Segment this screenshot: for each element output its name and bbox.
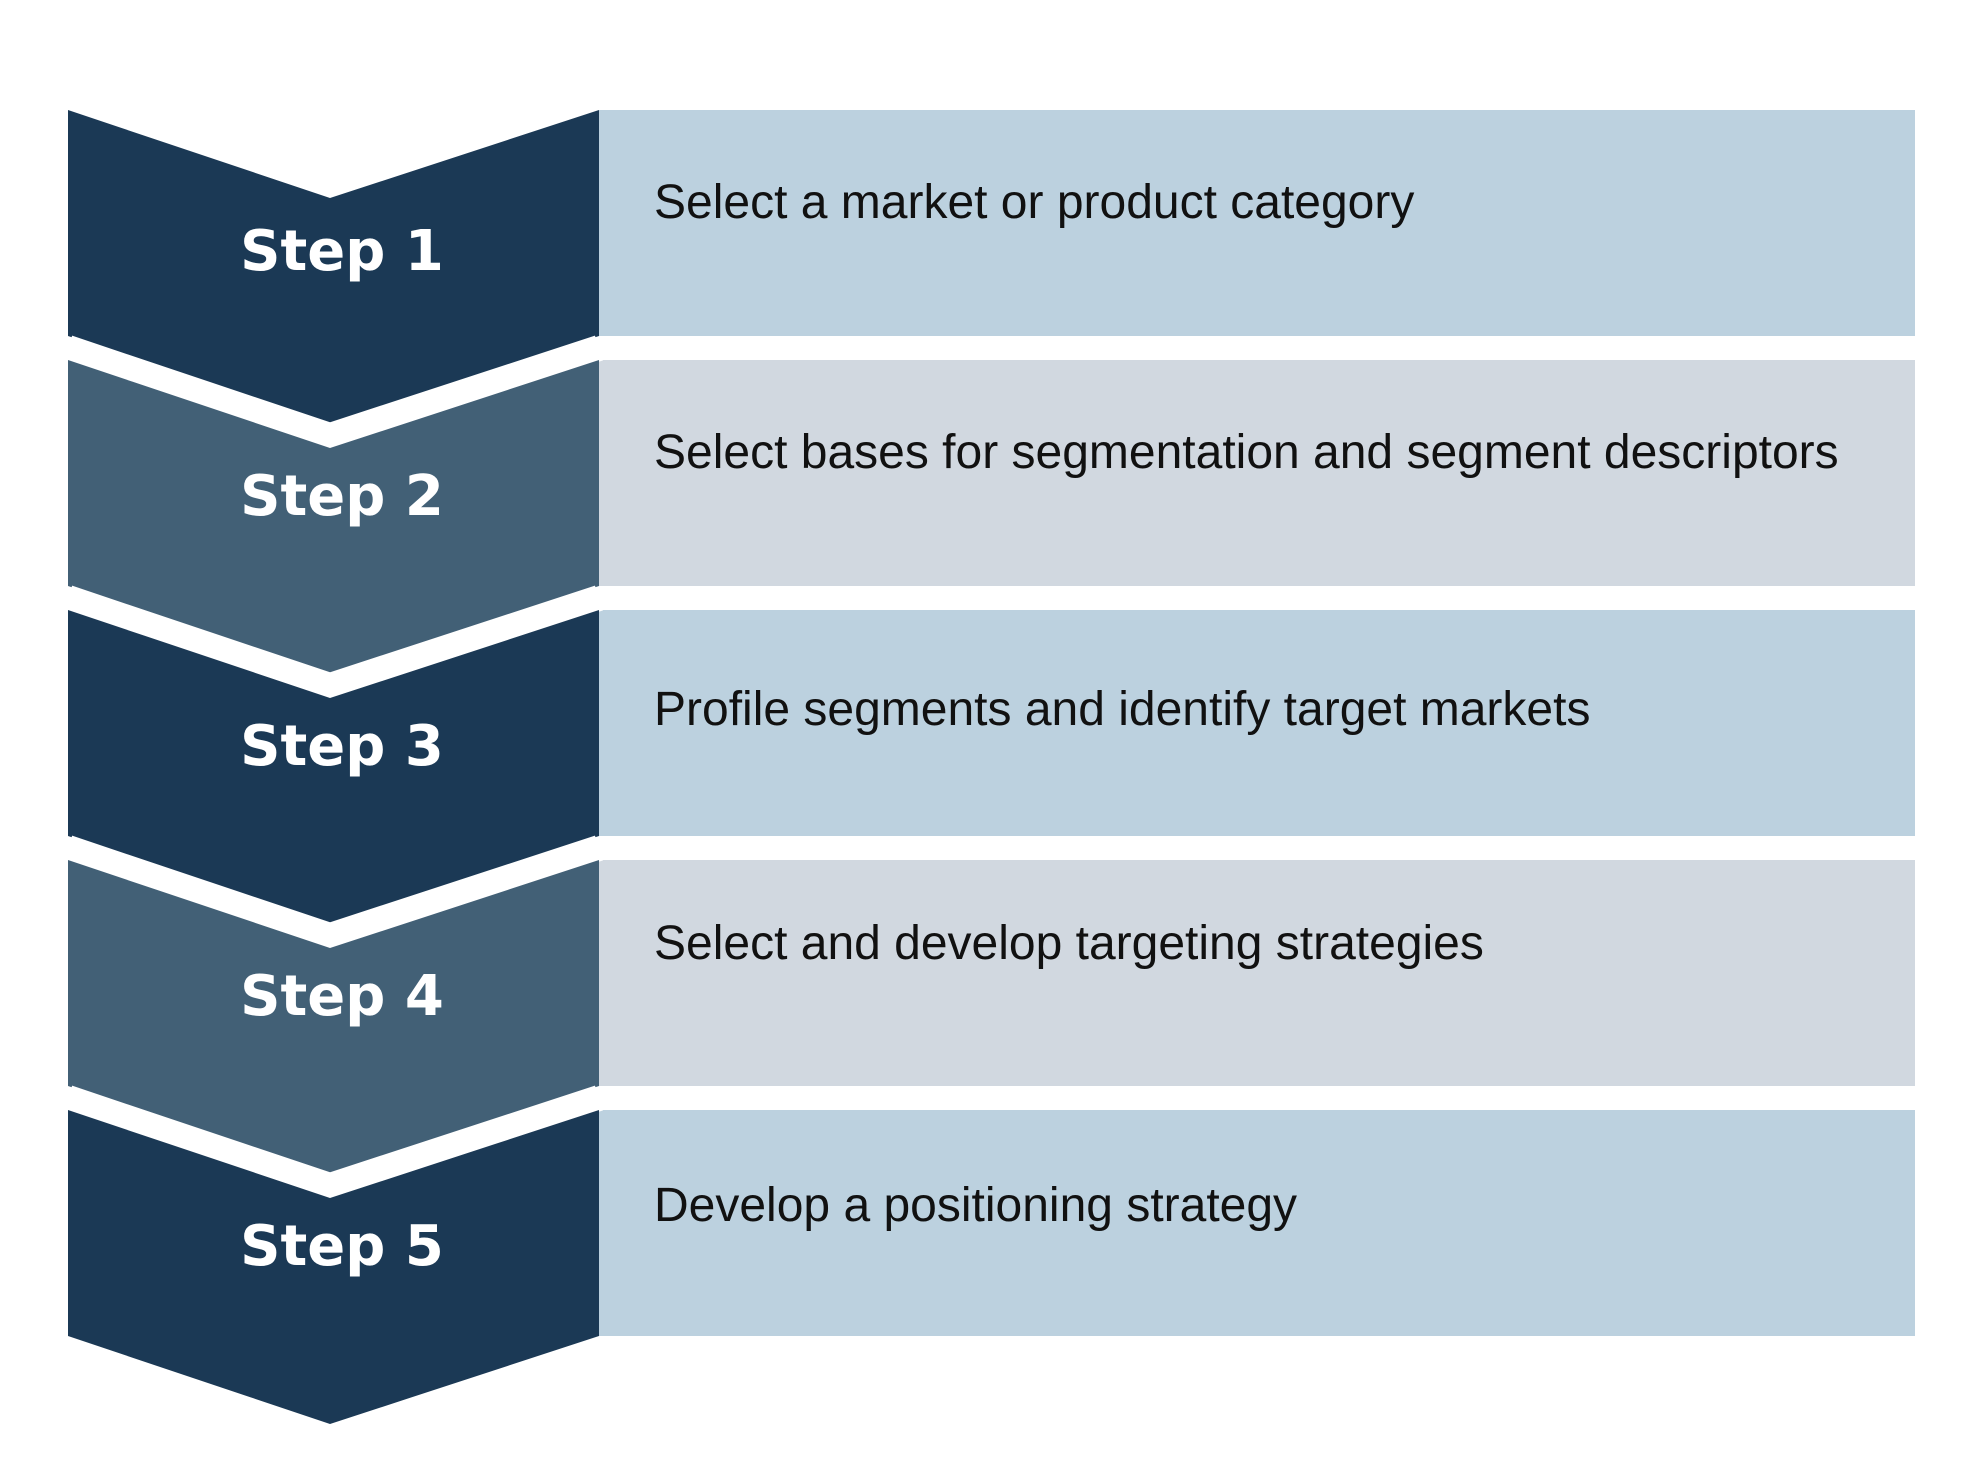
- step-label-4: Step 4: [240, 964, 444, 1029]
- step-chevron-3: [68, 610, 599, 924]
- chevron-separator: [63, 585, 604, 700]
- step-chevron-5: [68, 1110, 599, 1424]
- step-chevron-1: [68, 110, 599, 424]
- step-label-3: Step 3: [240, 714, 444, 779]
- step-row-1: [599, 110, 1915, 336]
- step-row-4: [599, 860, 1915, 1086]
- step-chevron-4: [68, 860, 599, 1174]
- step-labels: Step 1 Step 2 Step 3 Step 4 Step 5: [240, 219, 444, 1279]
- step-description-4: Select and develop targeting strategies: [654, 917, 1484, 970]
- chevron-separator: [63, 1085, 604, 1200]
- step-description-1: Select a market or product category: [654, 176, 1414, 229]
- step-descriptions: Select a market or product categorySelec…: [654, 176, 1839, 1232]
- step-description-2: Select bases for segmentation and segmen…: [654, 426, 1839, 479]
- step-label-2: Step 2: [240, 464, 444, 529]
- step-description-3: Profile segments and identify target mar…: [654, 683, 1590, 736]
- step-row-3: [599, 610, 1915, 836]
- chevron-separator: [63, 335, 604, 450]
- chevron-separator: [63, 835, 604, 950]
- step-label-5: Step 5: [240, 1214, 444, 1279]
- step-row-2: [599, 360, 1915, 586]
- step-chevron-2: [68, 360, 599, 674]
- step-label-1: Step 1: [240, 219, 444, 284]
- step-rows: [599, 110, 1915, 1336]
- step-description-5: Develop a positioning strategy: [654, 1179, 1297, 1232]
- step-chevrons: [63, 110, 604, 1424]
- step-row-5: [599, 1110, 1915, 1336]
